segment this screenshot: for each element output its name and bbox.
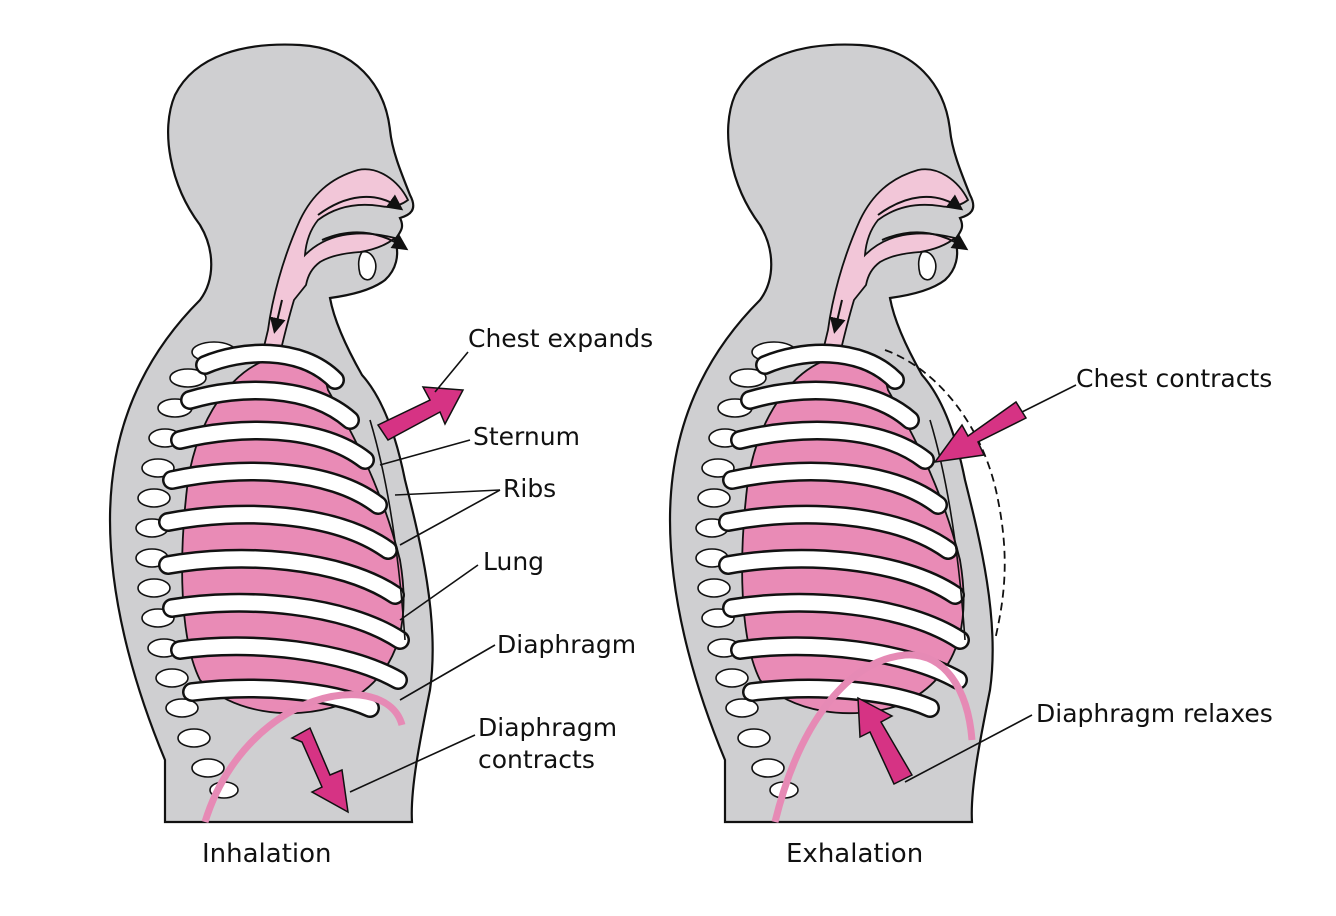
label-sternum: Sternum (473, 422, 580, 451)
chest-expands-arrow (378, 387, 463, 440)
inhalation-panel: Chest expands Sternum Ribs Lung Diaphrag… (110, 45, 653, 869)
exhalation-panel: Chest contracts Diaphragm relaxes Exhala… (670, 45, 1273, 869)
label-diaphragm-contracts-line1: Diaphragm (478, 713, 617, 742)
label-chest-expands: Chest expands (468, 324, 653, 353)
label-lung: Lung (483, 547, 544, 576)
label-diaphragm-relaxes: Diaphragm relaxes (1036, 699, 1273, 728)
caption-inhalation: Inhalation (202, 839, 332, 869)
leader-chest-contracts (1022, 385, 1076, 412)
label-ribs: Ribs (503, 474, 556, 503)
caption-exhalation: Exhalation (786, 839, 923, 869)
leader-chest-expands (435, 352, 468, 392)
leader-ribs-1 (395, 490, 500, 495)
exhalation-figure (670, 45, 993, 822)
label-chest-contracts: Chest contracts (1076, 364, 1272, 393)
label-diaphragm: Diaphragm (497, 630, 636, 659)
label-diaphragm-contracts-line2: contracts (478, 745, 595, 774)
